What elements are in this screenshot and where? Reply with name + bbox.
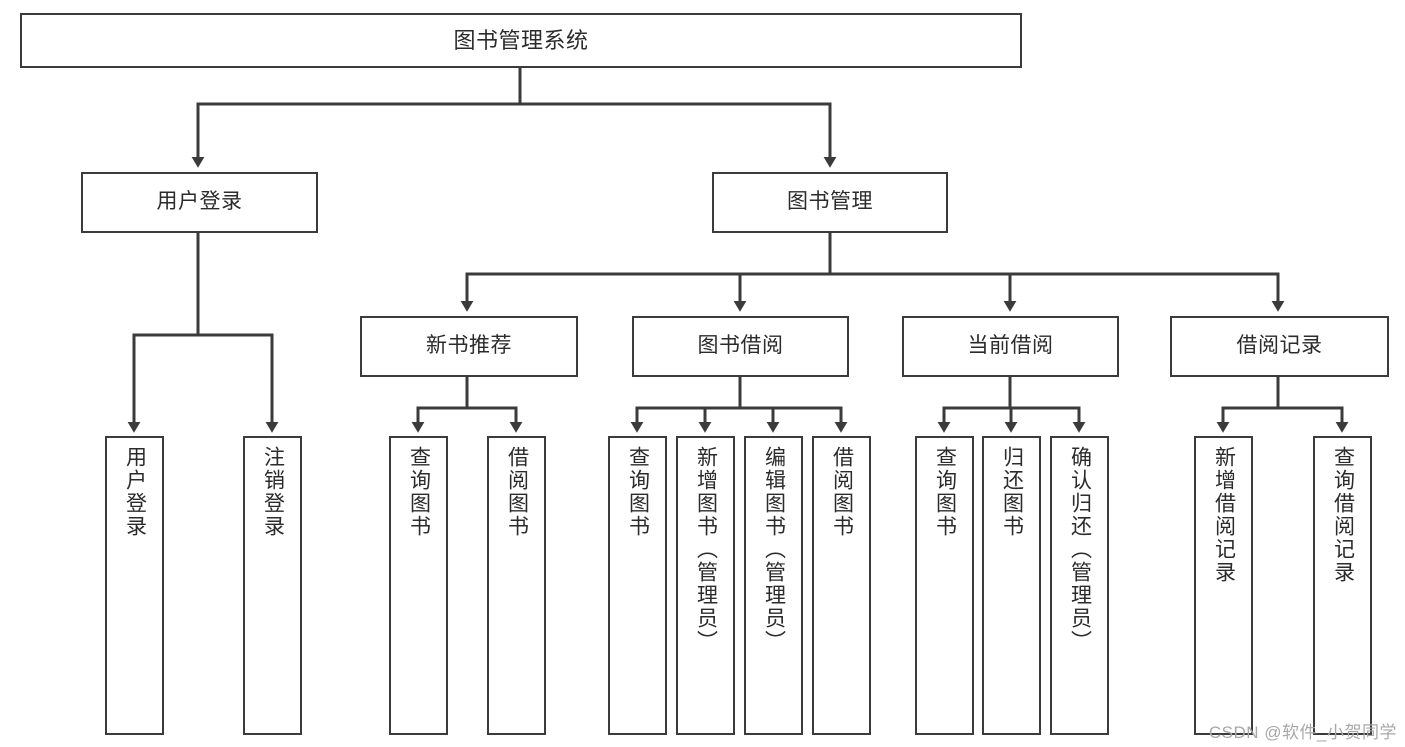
node-label: 新书推荐 (426, 334, 512, 358)
node-label: 查询借阅记录 (1331, 446, 1355, 584)
node-label: 当前借阅 (967, 334, 1054, 358)
node-label: 编辑图书（管理员） (762, 446, 786, 653)
node-leaf-add-record[interactable]: 新增借阅记录 (1194, 436, 1253, 735)
node-label: 图书借阅 (697, 334, 784, 358)
node-new-book-rec[interactable]: 新书推荐 (360, 316, 578, 377)
node-label: 用户登录 (156, 190, 243, 214)
node-book-borrow[interactable]: 图书借阅 (632, 316, 849, 377)
node-label: 图书管理 (787, 190, 873, 214)
node-label: 新增图书（管理员） (694, 446, 718, 653)
node-label: 新增借阅记录 (1212, 446, 1236, 584)
node-label: 查询图书 (626, 446, 650, 538)
node-book-manage[interactable]: 图书管理 (712, 172, 948, 233)
node-leaf-query-record[interactable]: 查询借阅记录 (1313, 436, 1372, 735)
node-label: 借阅图书 (830, 446, 854, 538)
node-label: 借阅记录 (1236, 334, 1323, 358)
node-root-system[interactable]: 图书管理系统 (20, 13, 1022, 68)
node-leaf-confirm-return[interactable]: 确认归还（管理员） (1050, 436, 1109, 735)
node-leaf-logout-login[interactable]: 注销登录 (243, 436, 302, 735)
node-leaf-query-book-2[interactable]: 查询图书 (608, 436, 667, 735)
node-label: 图书管理系统 (453, 27, 589, 53)
node-leaf-user-login[interactable]: 用户登录 (105, 436, 164, 735)
node-label: 用户登录 (123, 446, 147, 538)
node-leaf-return-book[interactable]: 归还图书 (982, 436, 1041, 735)
node-label: 注销登录 (261, 446, 285, 538)
node-label: 确认归还（管理员） (1068, 446, 1092, 653)
watermark-csdn: CSDN @软件_小贺同学 (1208, 723, 1397, 742)
node-leaf-add-book[interactable]: 新增图书（管理员） (676, 436, 735, 735)
node-leaf-edit-book[interactable]: 编辑图书（管理员） (744, 436, 803, 735)
node-leaf-query-book-1[interactable]: 查询图书 (389, 436, 448, 735)
node-label: 查询图书 (933, 446, 957, 538)
node-borrow-record[interactable]: 借阅记录 (1170, 316, 1389, 377)
node-leaf-borrow-book-1[interactable]: 借阅图书 (487, 436, 546, 735)
node-leaf-query-book-3[interactable]: 查询图书 (915, 436, 974, 735)
node-label: 借阅图书 (505, 446, 529, 538)
node-user-login[interactable]: 用户登录 (81, 172, 318, 233)
node-current-borrow[interactable]: 当前借阅 (902, 316, 1119, 377)
node-label: 查询图书 (407, 446, 431, 538)
node-leaf-borrow-book-2[interactable]: 借阅图书 (812, 436, 871, 735)
node-label: 归还图书 (1000, 446, 1024, 538)
